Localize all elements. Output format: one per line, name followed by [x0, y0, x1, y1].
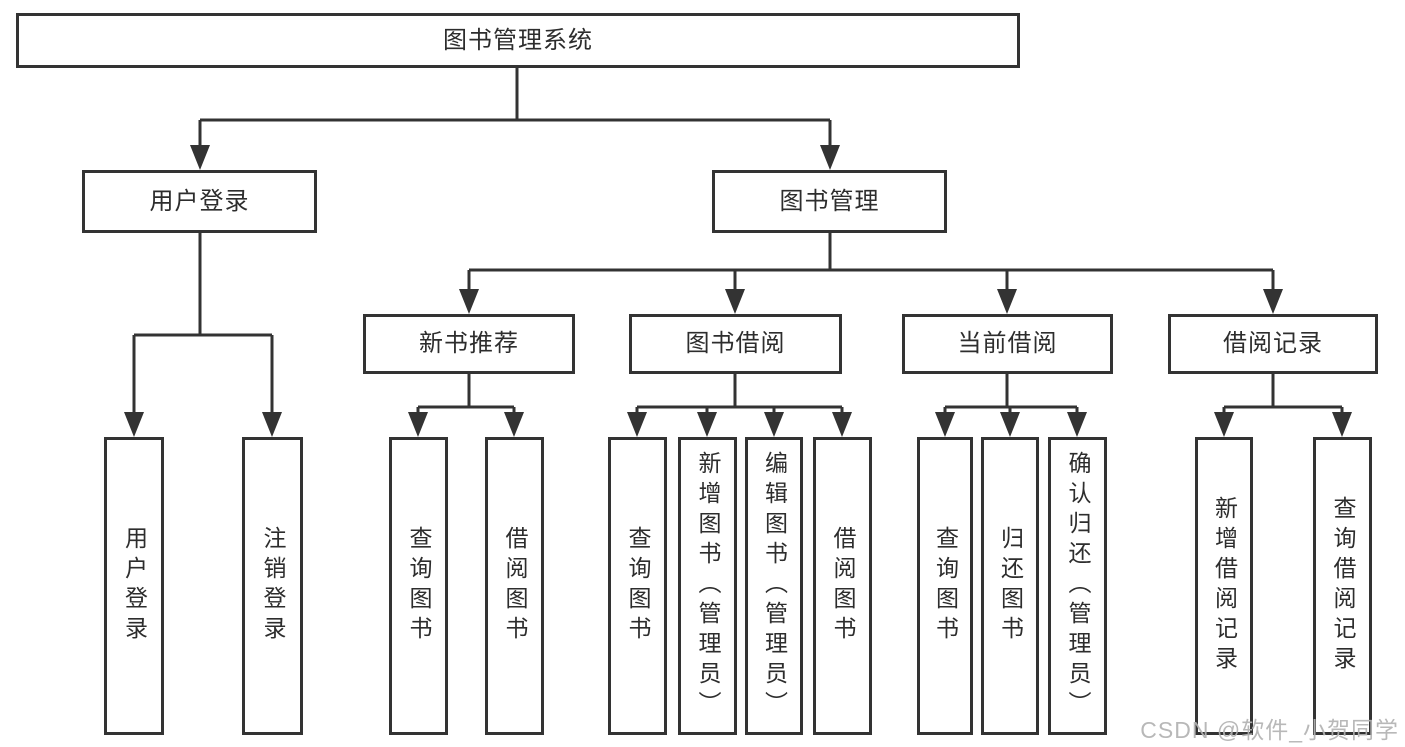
node-label: 新增图书（管理员）	[695, 451, 721, 721]
leaf-add-books-admin: 新增图书（管理员）	[678, 437, 737, 735]
leaf-user-login: 用户登录	[104, 437, 164, 735]
leaf-query-borrow-record: 查询借阅记录	[1313, 437, 1372, 735]
node-new-book-recommend: 新书推荐	[363, 314, 575, 374]
node-label: 借阅图书	[830, 526, 856, 646]
node-book-borrowing: 图书借阅	[629, 314, 842, 374]
node-book-management: 图书管理	[712, 170, 947, 233]
node-label: 查询图书	[932, 526, 959, 646]
node-label: 编辑图书（管理员）	[761, 451, 788, 721]
leaf-query-books-borrowing: 查询图书	[608, 437, 667, 735]
node-label: 当前借阅	[957, 330, 1058, 357]
csdn-watermark: CSDN @软件_小贺同学	[1140, 717, 1399, 743]
node-label: 新增借阅记录	[1211, 496, 1238, 676]
leaf-borrow-books: 借阅图书	[813, 437, 872, 735]
node-label: 确认归还（管理员）	[1065, 451, 1091, 721]
node-label: 用户登录	[121, 526, 148, 646]
leaf-query-books-recommend: 查询图书	[389, 437, 448, 735]
leaf-edit-books-admin: 编辑图书（管理员）	[745, 437, 803, 735]
node-current-borrowing: 当前借阅	[902, 314, 1113, 374]
node-user-login: 用户登录	[82, 170, 317, 233]
node-label: 借阅记录	[1223, 330, 1323, 357]
arrowheads	[124, 145, 1352, 437]
leaf-query-books-current: 查询图书	[917, 437, 973, 735]
node-label: 归还图书	[997, 526, 1024, 646]
node-label: 注销登录	[260, 526, 286, 646]
node-label: 用户登录	[149, 187, 250, 215]
leaf-confirm-return-admin: 确认归还（管理员）	[1048, 437, 1107, 735]
node-label: 新书推荐	[419, 330, 519, 357]
node-label: 查询图书	[625, 526, 651, 646]
leaf-borrow-books-recommend: 借阅图书	[485, 437, 544, 735]
connector-paths	[132, 68, 1344, 413]
node-label: 查询图书	[406, 526, 432, 646]
node-label: 图书管理系统	[443, 26, 593, 54]
node-label: 图书管理	[779, 187, 880, 215]
node-label: 查询借阅记录	[1330, 496, 1356, 676]
leaf-logout: 注销登录	[242, 437, 303, 735]
leaf-return-books: 归还图书	[981, 437, 1039, 735]
node-borrowing-records: 借阅记录	[1168, 314, 1378, 374]
leaf-add-borrow-record: 新增借阅记录	[1195, 437, 1253, 735]
node-root-system: 图书管理系统	[16, 13, 1020, 68]
node-label: 图书借阅	[685, 330, 786, 357]
node-label: 借阅图书	[502, 526, 528, 646]
